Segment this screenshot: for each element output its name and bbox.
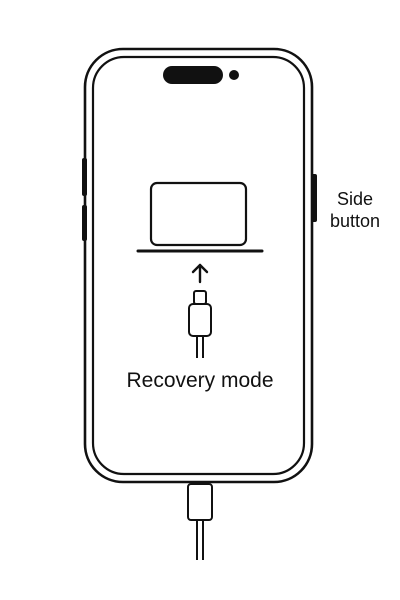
camera-dot: [229, 70, 239, 80]
usb-c-connector-icon: [188, 290, 212, 358]
phone-screen-outline: [91, 55, 306, 476]
side-button-label-line1: Side: [336, 189, 374, 209]
phone-outer-frame: [83, 47, 314, 484]
cable-icon: [187, 483, 213, 560]
arrow-up-icon: [191, 263, 209, 284]
side-button-label: Side button: [322, 188, 388, 232]
laptop-icon: [136, 181, 264, 253]
side-button-label-line2: button: [329, 211, 381, 231]
recovery-mode-label: Recovery mode: [126, 369, 274, 392]
dynamic-island: [163, 66, 223, 84]
